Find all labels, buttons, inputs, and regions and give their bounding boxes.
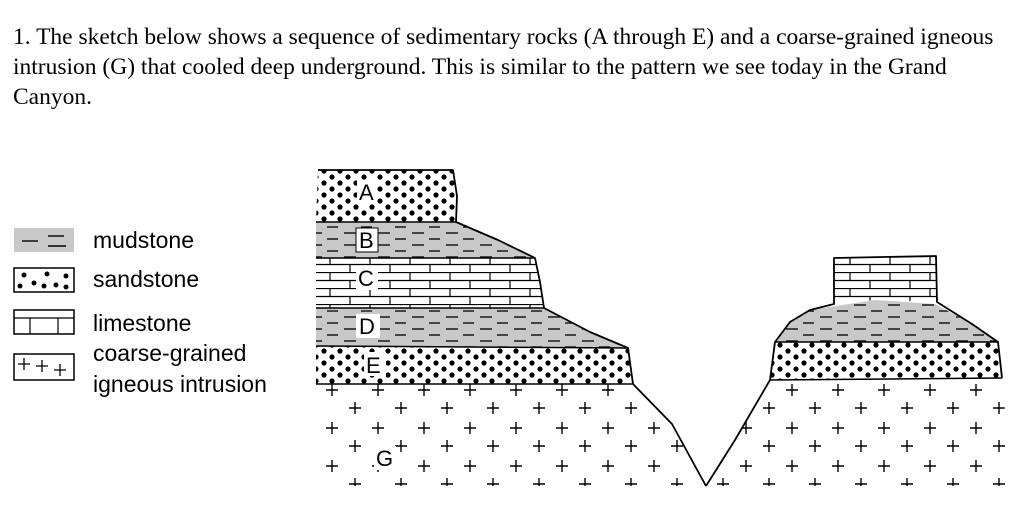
label-c: C <box>358 266 374 291</box>
legend-limestone-swatch <box>13 309 75 335</box>
legend-sandstone-swatch <box>13 267 75 293</box>
right-butte <box>705 255 1012 487</box>
label-g: G <box>376 446 393 471</box>
legend-igneous-label-line1: coarse-grained <box>93 340 247 366</box>
layer-a-sandstone <box>316 170 457 222</box>
legend-igneous-label-line2: igneous intrusion <box>93 371 267 397</box>
legend-igneous-swatch <box>13 353 75 381</box>
label-b: B <box>359 228 374 253</box>
question-text: 1. The sketch below shows a sequence of … <box>13 24 994 110</box>
legend-labels: mudstone sandstone limestone coarse-grai… <box>0 0 310 507</box>
legend-sandstone-label: sandstone <box>93 266 200 292</box>
layer-c-limestone <box>316 258 544 308</box>
legend <box>13 228 75 381</box>
igneous-intrusion-g <box>316 384 706 486</box>
layer-labels: A B C D E G <box>355 180 396 471</box>
label-d: D <box>359 314 375 339</box>
layer-e-sandstone <box>316 346 633 384</box>
right-limestone <box>834 256 937 304</box>
legend-mudstone-label: mudstone <box>93 227 195 253</box>
legend-limestone-label: limestone <box>93 310 192 336</box>
right-igneous <box>706 378 1012 486</box>
label-e: E <box>366 353 381 378</box>
legend-mudstone-swatch <box>14 228 74 252</box>
label-a: A <box>359 180 374 205</box>
left-cliff <box>315 169 707 487</box>
right-sandstone <box>770 342 1002 380</box>
